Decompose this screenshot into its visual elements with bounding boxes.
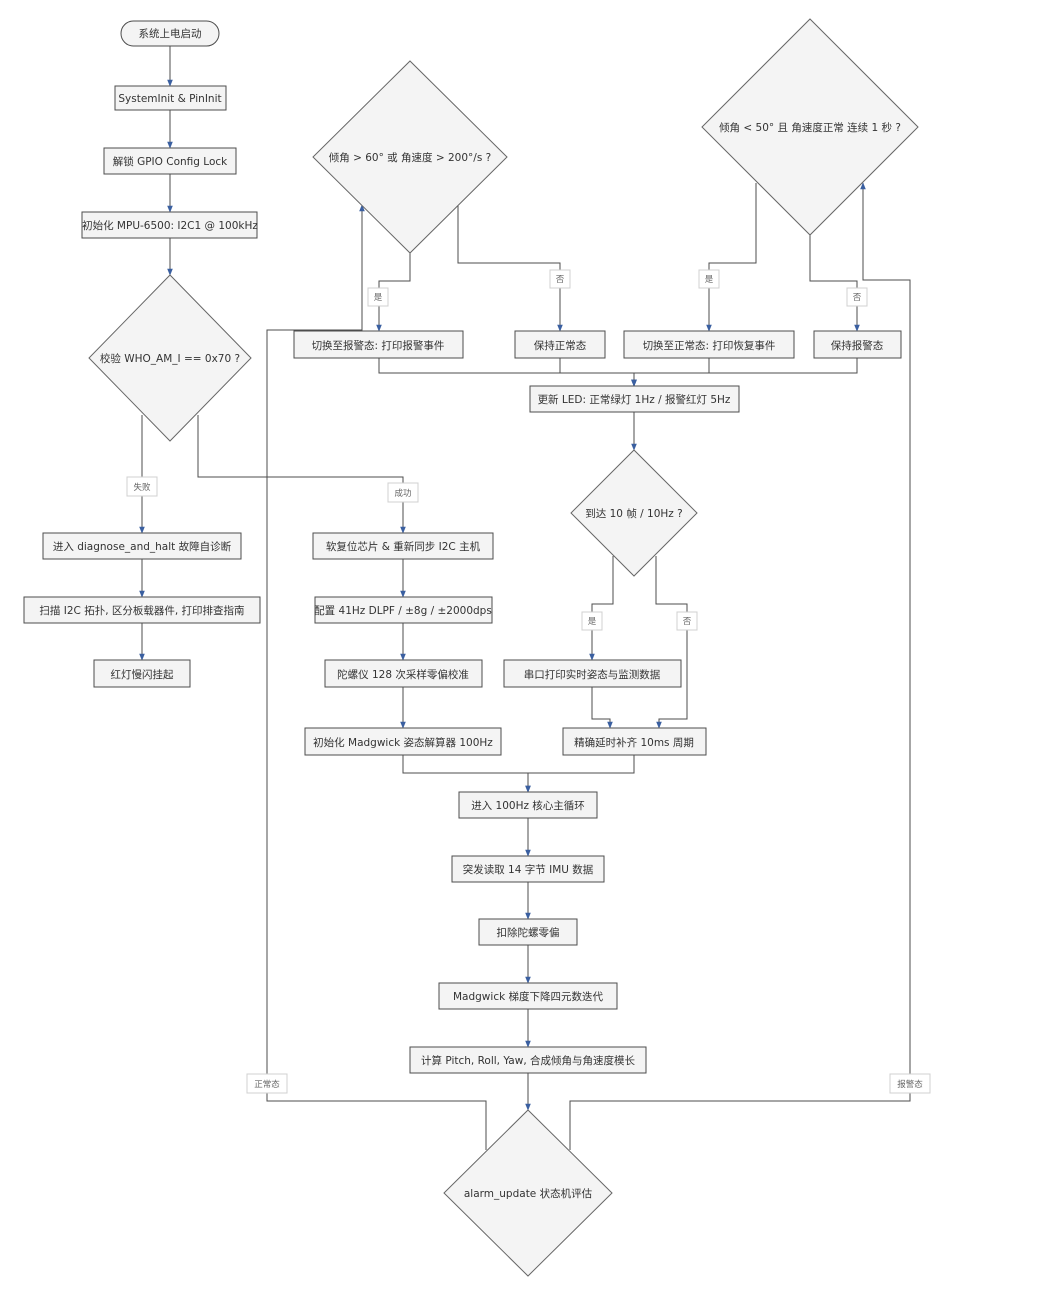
label-no-keepalarm: 否 xyxy=(846,287,868,307)
madgwickiter-node: Madgwick 梯度下降四元数迭代 xyxy=(438,982,618,1010)
delay-node: 精确延时补齐 10ms 周期 xyxy=(562,727,707,756)
mainloop-node: 进入 100Hz 核心主循环 xyxy=(458,791,598,819)
edge-serialprint-delay xyxy=(591,687,613,729)
svg-text:串口打印实时姿态与监测数据: 串口打印实时姿态与监测数据 xyxy=(524,668,661,681)
svg-text:校验 WHO_AM_I == 0x70 ?: 校验 WHO_AM_I == 0x70 ? xyxy=(100,352,240,365)
start-node: 系统上电启动 xyxy=(120,20,220,47)
edge-alarmupdate-checkalarm xyxy=(266,204,487,1150)
readimu-node: 突发读取 14 字节 IMU 数据 xyxy=(451,855,605,883)
edge-whoami-softreset xyxy=(197,415,406,534)
svg-text:计算 Pitch, Roll, Yaw, 合成倾角与角速度模: 计算 Pitch, Roll, Yaw, 合成倾角与角速度模长 xyxy=(421,1054,635,1067)
svg-text:软复位芯片 & 重新同步 I2C 主机: 软复位芯片 & 重新同步 I2C 主机 xyxy=(326,540,481,553)
edge-checknormal-tonormal xyxy=(706,183,757,332)
edge-keepnormal-updateled xyxy=(559,358,637,387)
svg-text:切换至报警态: 打印报警事件: 切换至报警态: 打印报警事件 xyxy=(312,339,445,352)
compute-node: 计算 Pitch, Roll, Yaw, 合成倾角与角速度模长 xyxy=(409,1046,647,1074)
svg-text:到达 10 帧 / 10Hz ?: 到达 10 帧 / 10Hz ? xyxy=(585,507,682,520)
label-yes-toalarm: 是 xyxy=(367,287,389,307)
label-success: 成功 xyxy=(387,482,419,503)
svg-text:红灯慢闪挂起: 红灯慢闪挂起 xyxy=(111,668,174,681)
label-yes-serialprint: 是 xyxy=(581,611,603,631)
softreset-node: 软复位芯片 & 重新同步 I2C 主机 xyxy=(312,532,494,560)
redblink-node: 红灯慢闪挂起 xyxy=(93,659,191,688)
svg-text:突发读取 14 字节 IMU 数据: 突发读取 14 字节 IMU 数据 xyxy=(463,863,594,876)
svg-text:成功: 成功 xyxy=(394,488,411,499)
updateled-node: 更新 LED: 正常绿灯 1Hz / 报警红灯 5Hz xyxy=(529,385,740,413)
edge-keepalarm-updateled xyxy=(631,358,858,387)
label-fail: 失败 xyxy=(126,476,158,497)
svg-text:alarm_update 状态机评估: alarm_update 状态机评估 xyxy=(464,1187,593,1200)
label-no-keepnormal: 否 xyxy=(549,269,571,289)
edge-checknormal-keepalarm xyxy=(809,235,860,332)
svg-text:Madgwick 梯度下降四元数迭代: Madgwick 梯度下降四元数迭代 xyxy=(453,990,604,1003)
svg-text:倾角 < 50° 且 角速度正常 连续 1 秒 ?: 倾角 < 50° 且 角速度正常 连续 1 秒 ? xyxy=(719,121,901,134)
svg-text:是: 是 xyxy=(374,293,383,303)
edge-framecheck-delay xyxy=(655,556,688,729)
toalarm-node: 切换至报警态: 打印报警事件 xyxy=(293,330,464,359)
svg-text:更新 LED: 正常绿灯 1Hz / 报警红灯 5Hz: 更新 LED: 正常绿灯 1Hz / 报警红灯 5Hz xyxy=(538,393,731,406)
svg-text:否: 否 xyxy=(853,293,862,303)
whoami-decision: 校验 WHO_AM_I == 0x70 ? xyxy=(88,274,252,442)
label-normal-state: 正常态 xyxy=(246,1073,288,1094)
scan-node: 扫描 I2C 拓扑, 区分板载器件, 打印排查指南 xyxy=(23,596,261,624)
svg-text:正常态: 正常态 xyxy=(254,1079,280,1090)
diagnose-node: 进入 diagnose_and_halt 故障自诊断 xyxy=(42,532,242,560)
svg-text:扣除陀螺零偏: 扣除陀螺零偏 xyxy=(497,926,560,939)
mpuinit-node: 初始化 MPU-6500: I2C1 @ 100kHz xyxy=(81,211,258,239)
svg-text:是: 是 xyxy=(588,617,597,627)
svg-text:是: 是 xyxy=(705,275,714,285)
config-node: 配置 41Hz DLPF / ±8g / ±2000dps xyxy=(314,596,493,624)
svg-text:初始化 MPU-6500: I2C1 @ 100kHz: 初始化 MPU-6500: I2C1 @ 100kHz xyxy=(82,219,258,232)
edge-toalarm-updateled xyxy=(378,358,637,387)
svg-text:保持报警态: 保持报警态 xyxy=(831,339,884,352)
checknormal-decision: 倾角 < 50° 且 角速度正常 连续 1 秒 ? xyxy=(701,18,919,236)
alarmupdate-decision: alarm_update 状态机评估 xyxy=(443,1109,613,1277)
edge-alarmupdate-checknormal xyxy=(569,182,911,1150)
edge-checkalarm-keepnormal xyxy=(457,205,563,332)
svg-text:精确延时补齐 10ms 周期: 精确延时补齐 10ms 周期 xyxy=(574,736,694,749)
nodes: 系统上电启动 SystemInit & PinInit 解锁 GPIO Conf… xyxy=(23,18,919,1277)
serialprint-node: 串口打印实时姿态与监测数据 xyxy=(503,659,682,688)
unlock-node: 解锁 GPIO Config Lock xyxy=(103,147,237,175)
svg-text:进入 diagnose_and_halt 故障自诊断: 进入 diagnose_and_halt 故障自诊断 xyxy=(53,540,232,553)
edge-tonormal-updateled xyxy=(631,358,710,387)
keepnormal-node: 保持正常态 xyxy=(514,330,606,359)
tonormal-node: 切换至正常态: 打印恢复事件 xyxy=(623,330,795,359)
svg-text:解锁 GPIO Config Lock: 解锁 GPIO Config Lock xyxy=(113,155,228,168)
edge-framecheck-serialprint xyxy=(589,556,614,661)
svg-text:初始化 Madgwick 姿态解算器 100Hz: 初始化 Madgwick 姿态解算器 100Hz xyxy=(313,736,493,749)
svg-text:否: 否 xyxy=(683,617,692,627)
framecheck-decision: 到达 10 帧 / 10Hz ? xyxy=(570,449,698,577)
removebias-node: 扣除陀螺零偏 xyxy=(478,918,578,946)
svg-text:陀螺仪 128 次采样零偏校准: 陀螺仪 128 次采样零偏校准 xyxy=(337,668,469,681)
svg-text:系统上电启动: 系统上电启动 xyxy=(139,27,202,40)
svg-text:扫描 I2C 拓扑, 区分板载器件, 打印排查指南: 扫描 I2C 拓扑, 区分板载器件, 打印排查指南 xyxy=(39,604,244,617)
svg-text:切换至正常态: 打印恢复事件: 切换至正常态: 打印恢复事件 xyxy=(643,339,776,352)
edge-madgwickinit-mainloop xyxy=(402,754,531,793)
svg-text:进入 100Hz 核心主循环: 进入 100Hz 核心主循环 xyxy=(471,799,585,812)
svg-text:保持正常态: 保持正常态 xyxy=(534,339,587,352)
edge-delay-mainloop xyxy=(525,754,635,793)
svg-text:配置 41Hz DLPF / ±8g / ±2000dps: 配置 41Hz DLPF / ±8g / ±2000dps xyxy=(314,605,492,617)
label-yes-tonormal: 是 xyxy=(698,269,720,289)
madgwickinit-node: 初始化 Madgwick 姿态解算器 100Hz xyxy=(304,727,502,756)
keepalarm-node: 保持报警态 xyxy=(813,330,902,359)
label-alarm-state: 报警态 xyxy=(889,1073,931,1094)
sysinit-node: SystemInit & PinInit xyxy=(114,85,227,111)
svg-text:倾角 > 60° 或 角速度 > 200°/s ?: 倾角 > 60° 或 角速度 > 200°/s ? xyxy=(329,151,491,164)
gyrocal-node: 陀螺仪 128 次采样零偏校准 xyxy=(324,659,483,688)
edges xyxy=(139,46,911,1150)
edge-labels: 失败 成功 是 否 是 否 是 否 xyxy=(126,269,931,1094)
label-no-delay: 否 xyxy=(676,611,698,631)
svg-text:失败: 失败 xyxy=(133,482,151,493)
svg-text:否: 否 xyxy=(556,275,565,285)
checkalarm-decision: 倾角 > 60° 或 角速度 > 200°/s ? xyxy=(312,60,508,254)
svg-text:报警态: 报警态 xyxy=(897,1079,923,1090)
svg-text:SystemInit & PinInit: SystemInit & PinInit xyxy=(118,93,221,105)
